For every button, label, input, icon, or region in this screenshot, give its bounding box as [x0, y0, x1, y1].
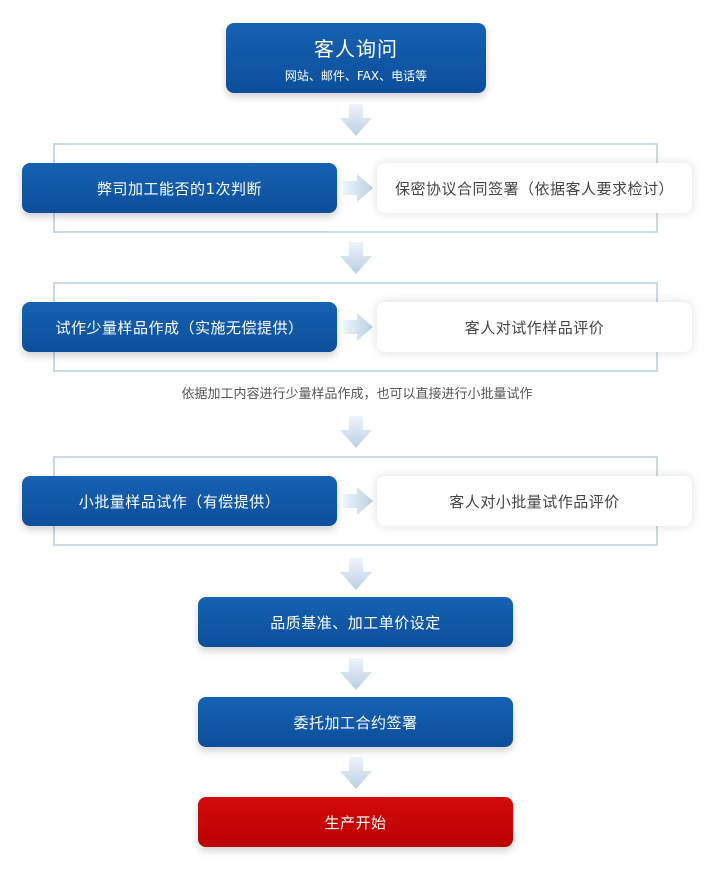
- production-start-box: 生产开始: [198, 797, 513, 847]
- right-arrow-icon: [343, 174, 373, 202]
- right-arrow-icon: [343, 487, 373, 515]
- inquiry-box: 客人询问 网站、邮件、FAX、电话等: [226, 23, 486, 93]
- stage3-right-box: 客人对小批量试作品评价: [377, 476, 692, 526]
- down-arrow-icon: [340, 757, 372, 789]
- right-arrow-icon: [343, 313, 373, 341]
- stage1-left-box: 弊司加工能否的1次判断: [22, 163, 337, 213]
- inquiry-subtitle: 网站、邮件、FAX、电话等: [284, 68, 428, 83]
- down-arrow-icon: [340, 416, 372, 448]
- down-arrow-icon: [340, 558, 372, 590]
- down-arrow-icon: [340, 242, 372, 274]
- stage3-left-box: 小批量样品试作（有偿提供）: [22, 476, 337, 526]
- stage1-right-box: 保密协议合同签署（依据客人要求检讨）: [377, 163, 692, 213]
- contract-box: 委托加工合约签署: [198, 697, 513, 747]
- down-arrow-icon: [340, 658, 372, 690]
- process-note: 依据加工内容进行少量样品作成，也可以直接进行小批量试作: [181, 387, 533, 402]
- down-arrow-icon: [340, 104, 372, 136]
- inquiry-title: 客人询问: [314, 36, 398, 61]
- quality-standard-box: 品质基准、加工单价设定: [198, 597, 513, 647]
- stage2-left-box: 试作少量样品作成（实施无偿提供）: [22, 302, 337, 352]
- stage2-right-box: 客人对试作样品评价: [377, 302, 692, 352]
